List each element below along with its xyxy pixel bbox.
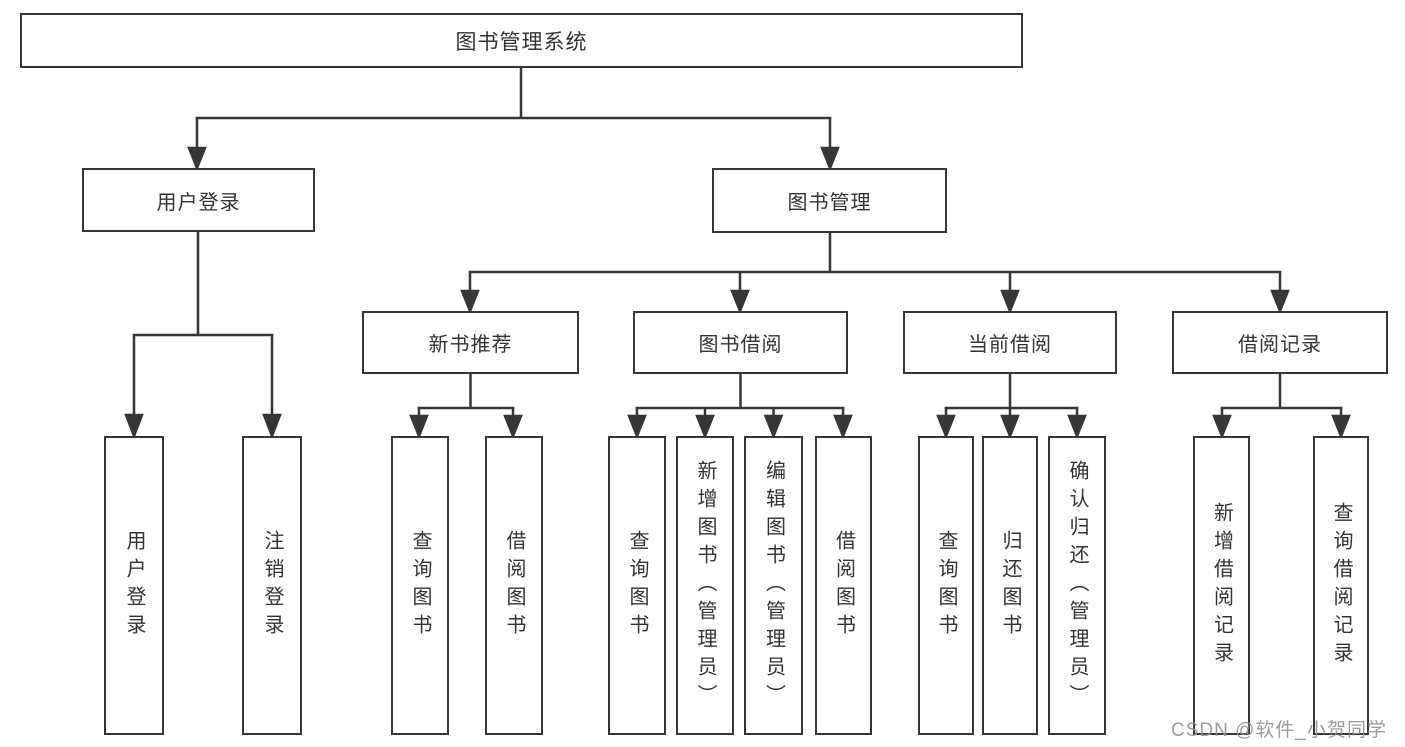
leaf-add-borrow-record-label: 新增借阅记录 (1210, 501, 1233, 670)
leaf-add-borrow-record: 新增借阅记录 (1193, 436, 1250, 735)
leaf-borrow-books-1: 借阅图书 (485, 436, 543, 735)
connector-current-borrow-branch (936, 374, 1087, 440)
connector-user-login-branch (124, 232, 282, 440)
connector-book-mgmt-branch (460, 233, 1290, 315)
node-user-login: 用户登录 (82, 168, 315, 232)
leaf-logout: 注销登录 (242, 436, 302, 735)
node-borrowing-records-label: 借阅记录 (1238, 334, 1322, 356)
node-book-management: 图书管理 (712, 168, 947, 233)
node-user-login-label: 用户登录 (156, 191, 241, 214)
node-root-label: 图书管理系统 (455, 30, 588, 54)
node-root-library-system: 图书管理系统 (20, 13, 1023, 68)
leaf-logout-label: 注销登录 (261, 529, 283, 642)
leaf-query-books-3-label: 查询图书 (935, 529, 957, 642)
leaf-query-borrow-record-label: 查询借阅记录 (1330, 501, 1352, 670)
leaf-borrow-books-2-label: 借阅图书 (832, 529, 855, 642)
leaf-return-books-label: 归还图书 (999, 529, 1021, 642)
leaf-query-books-2-label: 查询图书 (626, 529, 648, 642)
leaf-user-login-label: 用户登录 (123, 529, 145, 642)
leaf-borrow-books-2: 借阅图书 (815, 436, 872, 735)
leaf-add-books-admin-label: 新增图书（管理员） (694, 459, 716, 712)
connector-new-book-branch (409, 374, 523, 440)
node-book-borrowing: 图书借阅 (633, 311, 848, 374)
node-current-borrowing: 当前借阅 (903, 311, 1117, 374)
connector-root-to-level2 (187, 68, 840, 172)
leaf-user-login: 用户登录 (104, 436, 164, 735)
leaf-return-books: 归还图书 (982, 436, 1038, 735)
leaf-edit-books-admin-label: 编辑图书（管理员） (762, 459, 785, 712)
node-new-book-recommend-label: 新书推荐 (428, 334, 513, 356)
connector-book-borrow-branch (627, 374, 853, 440)
leaf-edit-books-admin: 编辑图书（管理员） (744, 436, 803, 735)
connector-borrow-record-branch (1212, 374, 1351, 440)
csdn-watermark: CSDN @软件_小贺同学 (1171, 720, 1387, 741)
node-current-borrowing-label: 当前借阅 (968, 334, 1052, 356)
node-book-management-label: 图书管理 (787, 192, 872, 214)
leaf-query-books-1: 查询图书 (391, 436, 449, 735)
leaf-query-books-1-label: 查询图书 (409, 529, 431, 642)
leaf-confirm-return-admin-label: 确认归还（管理员） (1066, 459, 1088, 712)
node-new-book-recommend: 新书推荐 (362, 311, 579, 374)
leaf-query-books-2: 查询图书 (608, 436, 666, 735)
leaf-borrow-books-1-label: 借阅图书 (503, 529, 525, 642)
node-borrowing-records: 借阅记录 (1172, 311, 1388, 374)
leaf-query-borrow-record: 查询借阅记录 (1313, 436, 1369, 735)
leaf-add-books-admin: 新增图书（管理员） (676, 436, 734, 735)
node-book-borrowing-label: 图书借阅 (698, 334, 783, 356)
leaf-query-books-3: 查询图书 (918, 436, 974, 735)
leaf-confirm-return-admin: 确认归还（管理员） (1048, 436, 1106, 735)
